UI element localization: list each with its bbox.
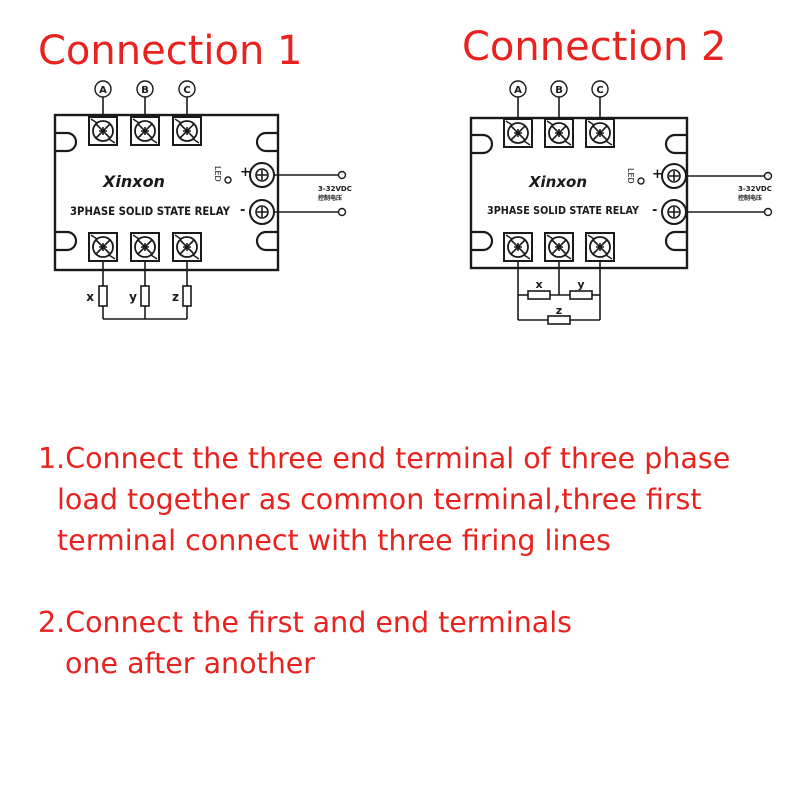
brand-label: Xinxon: [528, 173, 587, 191]
load-x-label: x: [535, 278, 542, 291]
load-z-label: z: [556, 304, 562, 317]
phase-b-label: B: [141, 85, 149, 96]
load-y-label: y: [577, 278, 584, 291]
note-1-line-3: terminal connect with three firing lines: [57, 524, 611, 557]
model-label: 3PHASE SOLID STATE RELAY: [487, 204, 640, 217]
phase-c-label: C: [596, 85, 603, 96]
minus-label: -: [652, 203, 657, 218]
model-label: 3PHASE SOLID STATE RELAY: [70, 204, 231, 218]
connection-1-heading: Connection 1: [38, 28, 303, 74]
bottom-terminals: [503, 232, 615, 262]
load-y-resistor: [140, 285, 150, 307]
led-label: LED: [626, 168, 635, 184]
relay-diagram-left: A B C Xinxon 3PHASE SOLID STATE RELAY LE…: [53, 80, 352, 320]
phase-c-marker: [178, 80, 196, 98]
phase-a-label: A: [514, 85, 522, 96]
phase-a-marker: [94, 80, 112, 98]
led-indicator: [637, 177, 645, 185]
connection-2-heading: Connection 2: [462, 24, 727, 70]
load-x-label: x: [86, 290, 94, 304]
note-2-line-1: 2.Connect the first and end terminals: [38, 606, 572, 639]
phase-a-label: A: [99, 85, 107, 96]
note-1-line-2: load together as common terminal,three f…: [57, 483, 702, 516]
load-y-resistor: [569, 290, 593, 300]
load-z-resistor: [182, 285, 192, 307]
phase-b-marker: [136, 80, 154, 98]
top-terminals: [503, 118, 615, 148]
load-y-label: y: [129, 290, 137, 304]
note-2-line-2: one after another: [65, 647, 316, 680]
bottom-terminals: [88, 232, 202, 262]
phase-b-label: B: [555, 85, 563, 96]
load-x-resistor: [98, 285, 108, 307]
phase-c-label: C: [183, 85, 190, 96]
phase-a-marker: [509, 80, 527, 98]
minus-label: -: [240, 203, 245, 218]
voltage-label: 3-32VDC: [318, 185, 352, 193]
delta-load: x y z: [517, 262, 601, 325]
note-1-line-1: 1.Connect the three end terminal of thre…: [38, 442, 731, 475]
phase-b-marker: [550, 80, 568, 98]
relay-diagram-right: A B C Xinxon 3PHASE SOLID STATE RELAY LE…: [469, 80, 773, 325]
led-label: LED: [213, 166, 222, 182]
voltage-label: 3-32VDC: [738, 185, 772, 193]
led-indicator: [224, 176, 232, 184]
load-z-resistor: [547, 315, 571, 325]
plus-label: +: [652, 167, 663, 182]
load-x-resistor: [527, 290, 551, 300]
phase-c-marker: [591, 80, 609, 98]
plus-label: +: [240, 165, 251, 180]
top-terminals: [88, 116, 202, 146]
voltage-cn-label: 控制电压: [318, 194, 342, 202]
star-load: x y z: [86, 262, 192, 320]
load-z-label: z: [172, 290, 179, 304]
brand-label: Xinxon: [102, 172, 165, 191]
voltage-cn-label: 控制电压: [738, 194, 762, 202]
